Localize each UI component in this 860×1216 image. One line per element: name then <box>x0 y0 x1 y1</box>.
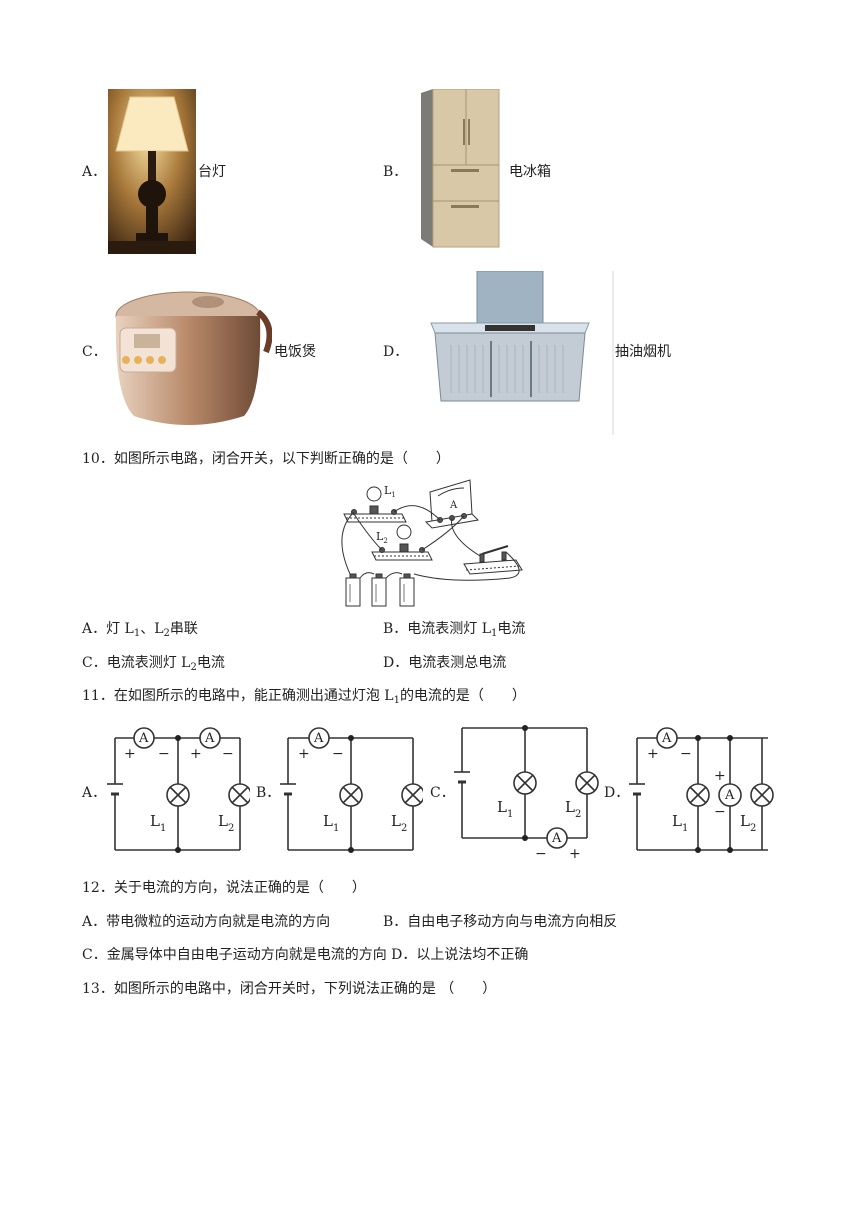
minus-sign: − <box>535 846 547 862</box>
appliance-label: 电冰箱 <box>509 164 551 180</box>
minus-sign: − <box>332 746 344 762</box>
minus-sign: − <box>222 746 234 762</box>
circuit-b: A + − L1 L2 <box>280 727 423 853</box>
lamp-sub: 2 <box>401 823 407 834</box>
svg-text:L2: L2 <box>376 530 388 545</box>
refrigerator-image <box>407 89 507 251</box>
lamp-sub: 1 <box>682 823 688 834</box>
svg-text:L1: L1 <box>384 484 396 499</box>
sub: 1 <box>491 628 498 639</box>
question-stem: 12．关于电流的方向，说法正确的是（ ） <box>82 880 366 896</box>
text: 11．在如图所示的电路中，能正确测出通过灯泡 L <box>82 688 394 704</box>
l2-sub: 2 <box>383 537 387 545</box>
ammeter-label: A <box>138 731 149 746</box>
option-letter: D． <box>604 785 630 801</box>
svg-text:L1: L1 <box>150 812 166 834</box>
plus-sign: + <box>190 746 202 762</box>
lamp-sub: 2 <box>750 823 756 834</box>
appliance-label: 台灯 <box>198 164 226 180</box>
option-letter: C． <box>82 344 107 360</box>
minus-sign: − <box>680 746 692 762</box>
svg-text:L1: L1 <box>672 812 688 834</box>
sub: 2 <box>163 628 170 639</box>
desk-lamp-image <box>108 89 196 254</box>
l2-label: L <box>376 530 384 543</box>
circuit-photo-diagram: L1 L2 A <box>341 479 523 607</box>
l1-sub: 1 <box>391 491 395 499</box>
ammeter-label: A <box>449 500 458 511</box>
svg-text:L1: L1 <box>323 812 339 834</box>
lamp-sub: 2 <box>575 809 581 820</box>
question-stem: 13．如图所示的电路中，闭合开关时，下列说法正确的是 （ ） <box>82 981 497 997</box>
text: 电流 <box>196 655 225 671</box>
appliance-label: 抽油烟机 <box>615 344 671 360</box>
ammeter-label: A <box>204 731 215 746</box>
q10-option-d: D．电流表测总电流 <box>383 655 507 671</box>
question-stem: 10．如图所示电路，闭合开关，以下判断正确的是（ ） <box>82 451 450 467</box>
q10-option-a: A．灯 L1、L2串联 <box>82 620 198 643</box>
sub: 1 <box>133 628 141 639</box>
question-stem: 11．在如图所示的电路中，能正确测出通过灯泡 L1的电流的是（ ） <box>82 687 526 710</box>
sub: 1 <box>393 695 400 706</box>
rice-cooker-image <box>108 276 272 434</box>
ammeter-label: A <box>661 731 672 746</box>
lamp-label: L <box>150 812 160 830</box>
lamp-label: L <box>497 798 507 816</box>
q10-option-c: C．电流表测灯 L2电流 <box>82 654 225 677</box>
svg-text:L2: L2 <box>218 812 234 834</box>
plus-sign: + <box>569 846 581 862</box>
text: B．电流表测灯 L <box>383 621 492 637</box>
text: 的电流的是（ ） <box>399 688 526 704</box>
lamp-label: L <box>391 812 401 830</box>
q12-option-cd: C．金属导体中自由电子运动方向就是电流的方向 D．以上说法均不正确 <box>82 947 529 963</box>
q10-option-b: B．电流表测灯 L1电流 <box>383 620 525 643</box>
lamp-label: L <box>672 812 682 830</box>
text: 、L <box>140 621 164 637</box>
plus-sign: + <box>714 768 726 784</box>
text: 串联 <box>169 621 198 637</box>
circuit-d: A A + − + − L1 L2 <box>629 727 774 853</box>
lamp-label: L <box>565 798 575 816</box>
lamp-sub: 2 <box>228 823 234 834</box>
ammeter-label: A <box>551 831 562 846</box>
text: 电流 <box>497 621 526 637</box>
minus-sign: − <box>158 746 170 762</box>
sub: 2 <box>190 662 197 673</box>
lamp-label: L <box>740 812 750 830</box>
lamp-sub: 1 <box>507 809 513 820</box>
range-hood-image <box>407 271 614 435</box>
text: C．电流表测灯 L <box>82 655 191 671</box>
ammeter-label: A <box>724 788 735 803</box>
text: A．灯 L <box>82 621 134 637</box>
svg-text:L1: L1 <box>497 798 513 820</box>
option-letter: A． <box>82 164 107 180</box>
ammeter-label: A <box>313 731 324 746</box>
plus-sign: + <box>124 746 136 762</box>
appliance-label: 电饭煲 <box>274 344 316 360</box>
minus-sign: − <box>714 804 726 820</box>
option-letter: A． <box>82 785 107 801</box>
svg-text:L2: L2 <box>565 798 581 820</box>
q12-option-b: B．自由电子移动方向与电流方向相反 <box>383 914 618 930</box>
circuit-a: A A + − + − L1 L2 <box>107 727 250 853</box>
plus-sign: + <box>647 746 659 762</box>
lamp-sub: 1 <box>160 823 166 834</box>
lamp-label: L <box>323 812 333 830</box>
option-letter: D． <box>383 344 409 360</box>
svg-text:L2: L2 <box>391 812 407 834</box>
lamp-sub: 1 <box>333 823 339 834</box>
l1-label: L <box>384 484 392 497</box>
svg-text:L2: L2 <box>740 812 756 834</box>
option-letter: C． <box>430 785 455 801</box>
circuit-c: A − + L1 L2 <box>454 725 599 862</box>
option-letter: B． <box>383 164 408 180</box>
option-letter: B． <box>256 785 281 801</box>
q12-option-a: A．带电微粒的运动方向就是电流的方向 <box>82 914 331 930</box>
plus-sign: + <box>298 746 310 762</box>
lamp-label: L <box>218 812 228 830</box>
